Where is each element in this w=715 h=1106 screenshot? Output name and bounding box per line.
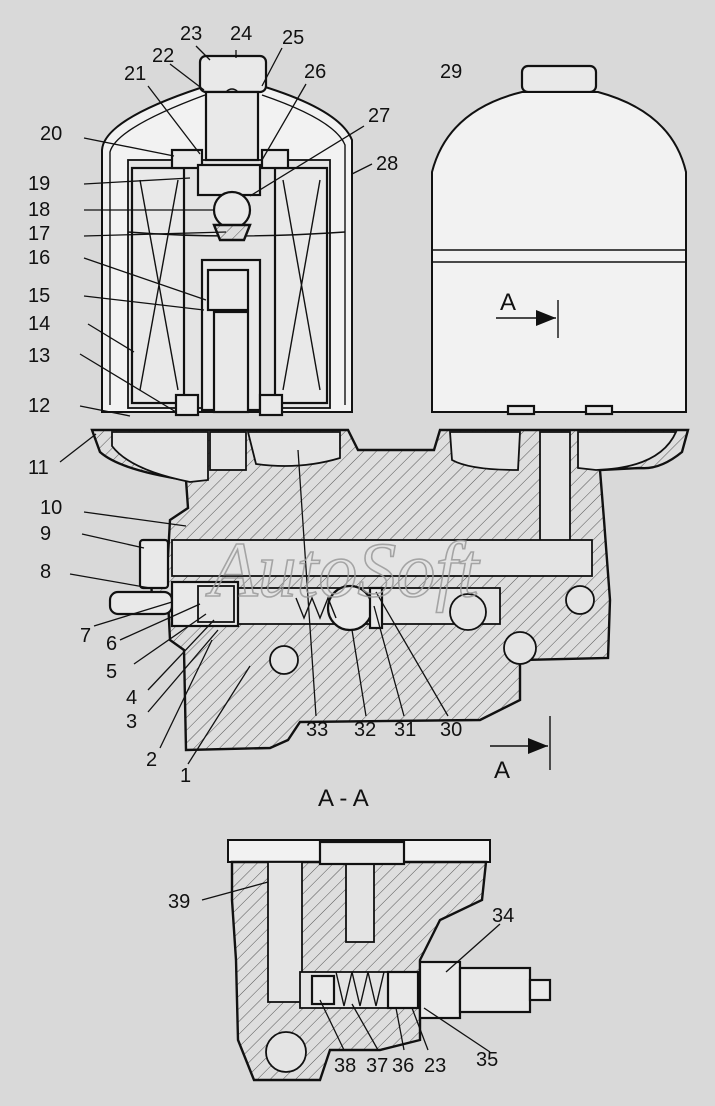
callout-30: 30 <box>440 719 462 741</box>
section-title: A - A <box>318 785 369 812</box>
callout-20: 20 <box>40 123 62 145</box>
callout-39: 39 <box>168 891 190 913</box>
callout-11: 11 <box>28 457 49 479</box>
callout-10: 10 <box>40 497 62 519</box>
callout-9: 9 <box>40 523 51 545</box>
callout-2: 2 <box>146 749 157 771</box>
section-arrow-upper-label: A <box>500 289 516 316</box>
callout-27: 27 <box>368 105 390 127</box>
callout-4: 4 <box>126 687 137 709</box>
callout-19: 19 <box>28 173 50 195</box>
callout-38: 38 <box>334 1055 356 1077</box>
callout-14: 14 <box>28 313 50 335</box>
section-arrow-lower-label: A <box>494 757 510 784</box>
center-rod <box>170 54 290 417</box>
callout-32: 32 <box>354 719 376 741</box>
callout-31: 31 <box>394 719 416 741</box>
leader-lines <box>59 45 501 1053</box>
callout-35: 35 <box>476 1049 498 1071</box>
callout-5: 5 <box>106 661 117 683</box>
callout-33: 33 <box>306 719 328 741</box>
callout-16: 16 <box>28 247 50 269</box>
callout-23-section: 23 <box>424 1055 446 1077</box>
callout-13: 13 <box>28 345 50 367</box>
callout-22: 22 <box>152 45 174 67</box>
section-arrow-lower <box>490 716 551 770</box>
housing-body <box>90 428 690 752</box>
callout-12: 12 <box>28 395 50 417</box>
callout-1: 1 <box>180 765 191 787</box>
callout-37: 37 <box>366 1055 388 1077</box>
callout-36: 36 <box>392 1055 414 1077</box>
callout-3: 3 <box>126 711 137 733</box>
callout-25: 25 <box>282 27 304 49</box>
callout-6: 6 <box>106 633 117 655</box>
section-aa-view <box>227 839 552 1082</box>
section-arrow-upper <box>496 300 559 338</box>
callout-numbers: 1 2 3 4 5 6 7 8 9 10 11 12 13 14 15 16 1… <box>28 23 514 1077</box>
watermark-text: AutoSoft <box>205 526 481 613</box>
callout-8: 8 <box>40 561 51 583</box>
callout-26: 26 <box>304 61 326 83</box>
callout-23: 23 <box>180 23 202 45</box>
right-filter-cap <box>431 64 687 416</box>
callout-15: 15 <box>28 285 50 307</box>
callout-24: 24 <box>230 23 252 45</box>
callout-29: 29 <box>440 61 462 83</box>
callout-7: 7 <box>80 625 91 647</box>
callout-34: 34 <box>492 905 514 927</box>
callout-18: 18 <box>28 199 50 221</box>
callout-28: 28 <box>376 153 398 175</box>
callout-21: 21 <box>124 63 146 85</box>
callout-17: 17 <box>28 223 50 245</box>
